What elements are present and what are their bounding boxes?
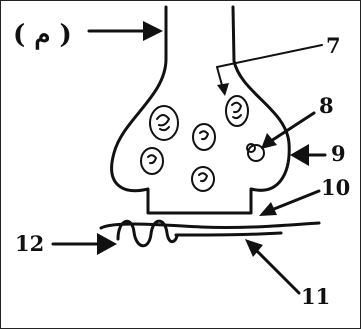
synaptic-vesicle	[149, 105, 179, 141]
label-10-arrow	[259, 189, 321, 216]
synaptic-vesicle	[225, 95, 249, 127]
axon-terminal-outline	[110, 5, 291, 215]
label-10: 10	[321, 175, 350, 200]
title-arrow	[87, 21, 163, 41]
label-7: 7	[326, 33, 341, 58]
label-9-arrow	[290, 144, 327, 166]
synaptic-vesicle	[140, 147, 164, 175]
label-8: 8	[319, 93, 334, 118]
mitochondrion	[246, 143, 265, 162]
label-12-arrow	[51, 233, 117, 255]
label-11-arrow	[245, 239, 301, 295]
label-12: 12	[15, 231, 44, 256]
label-7-pointer	[216, 44, 323, 96]
label-9: 9	[331, 141, 346, 166]
diagram-title-label: ( م )	[13, 20, 72, 50]
synaptic-vesicle	[191, 166, 215, 192]
label-11: 11	[301, 284, 330, 309]
label-8-arrow	[261, 111, 316, 149]
dendrite-wave	[116, 219, 179, 248]
synaptic-vesicle	[192, 123, 216, 151]
